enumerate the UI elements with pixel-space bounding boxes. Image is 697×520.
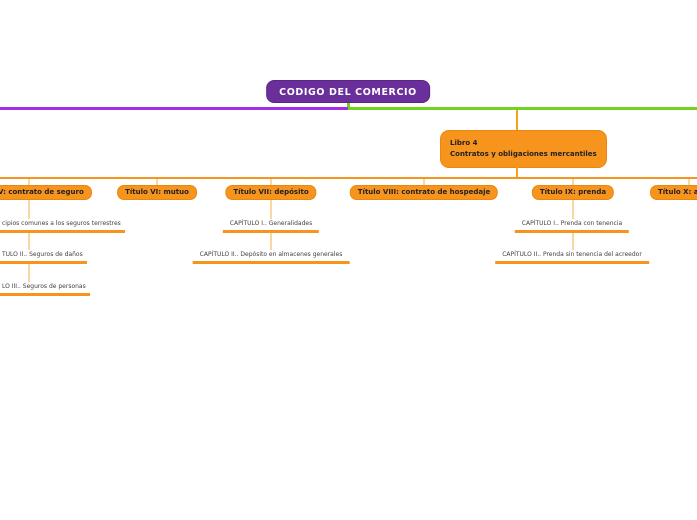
stub-titulo-v (28, 179, 30, 185)
title-node-prenda[interactable]: Título IX: prenda (531, 185, 615, 200)
children-rail-connector (0, 177, 697, 179)
green-branch-line (348, 107, 697, 110)
libro-connector-top (516, 110, 518, 130)
seguro-connector-2 (28, 232, 30, 250)
root-connector-stub (347, 103, 350, 107)
stub-titulo-x (688, 179, 690, 185)
title-node-titulo-x[interactable]: Título X: an (650, 185, 697, 200)
title-node-contrato-de-seguro[interactable]: V: contrato de seguro (0, 185, 92, 200)
prenda-connector-2 (572, 232, 574, 250)
chapter-generalidades[interactable]: CAPÍTULO I.. Generalidades (222, 219, 320, 233)
stub-titulo-vi (156, 179, 158, 185)
libro-4-node[interactable]: Libro 4 Contratos y obligaciones mercant… (440, 130, 607, 168)
stub-titulo-viii (423, 179, 425, 185)
libro-4-line1: Libro 4 (450, 139, 478, 147)
libro-connector-bottom (516, 166, 518, 177)
chapter-deposito-almacenes[interactable]: CAPÍTULO II.. Depósito en almacenes gene… (192, 250, 350, 264)
deposito-connector-1 (270, 200, 272, 219)
stub-titulo-vii (270, 179, 272, 185)
title-node-mutuo[interactable]: Título VI: mutuo (117, 185, 197, 200)
libro-4-line2: Contratos y obligaciones mercantiles (450, 150, 597, 158)
title-node-contrato-de-hospedaje[interactable]: Título VIII: contrato de hospedaje (349, 185, 499, 200)
root-node-codigo-del-comercio[interactable]: CODIGO DEL COMERCIO (266, 80, 430, 103)
chapter-prenda-con-tenencia[interactable]: CAPÍTULO I.. Prenda con tenencia (514, 219, 630, 233)
purple-branch-line (0, 107, 348, 110)
deposito-connector-2 (270, 232, 272, 250)
seguro-connector-1 (28, 200, 30, 219)
stub-titulo-ix (572, 179, 574, 185)
chapter-seguros-de-personas[interactable]: LO III.. Seguros de personas (0, 282, 90, 296)
seguro-connector-3 (28, 263, 30, 282)
chapter-prenda-sin-tenencia[interactable]: CAPÍTULO II.. Prenda sin tenencia del ac… (495, 250, 649, 264)
title-node-deposito[interactable]: Título VII: depósito (225, 185, 317, 200)
prenda-connector-1 (572, 200, 574, 219)
chapter-seguros-de-danos[interactable]: TULO II.. Seguros de daños (0, 250, 87, 264)
chapter-seguros-terrestres[interactable]: cipios comunes a los seguros terrestres (0, 219, 125, 233)
